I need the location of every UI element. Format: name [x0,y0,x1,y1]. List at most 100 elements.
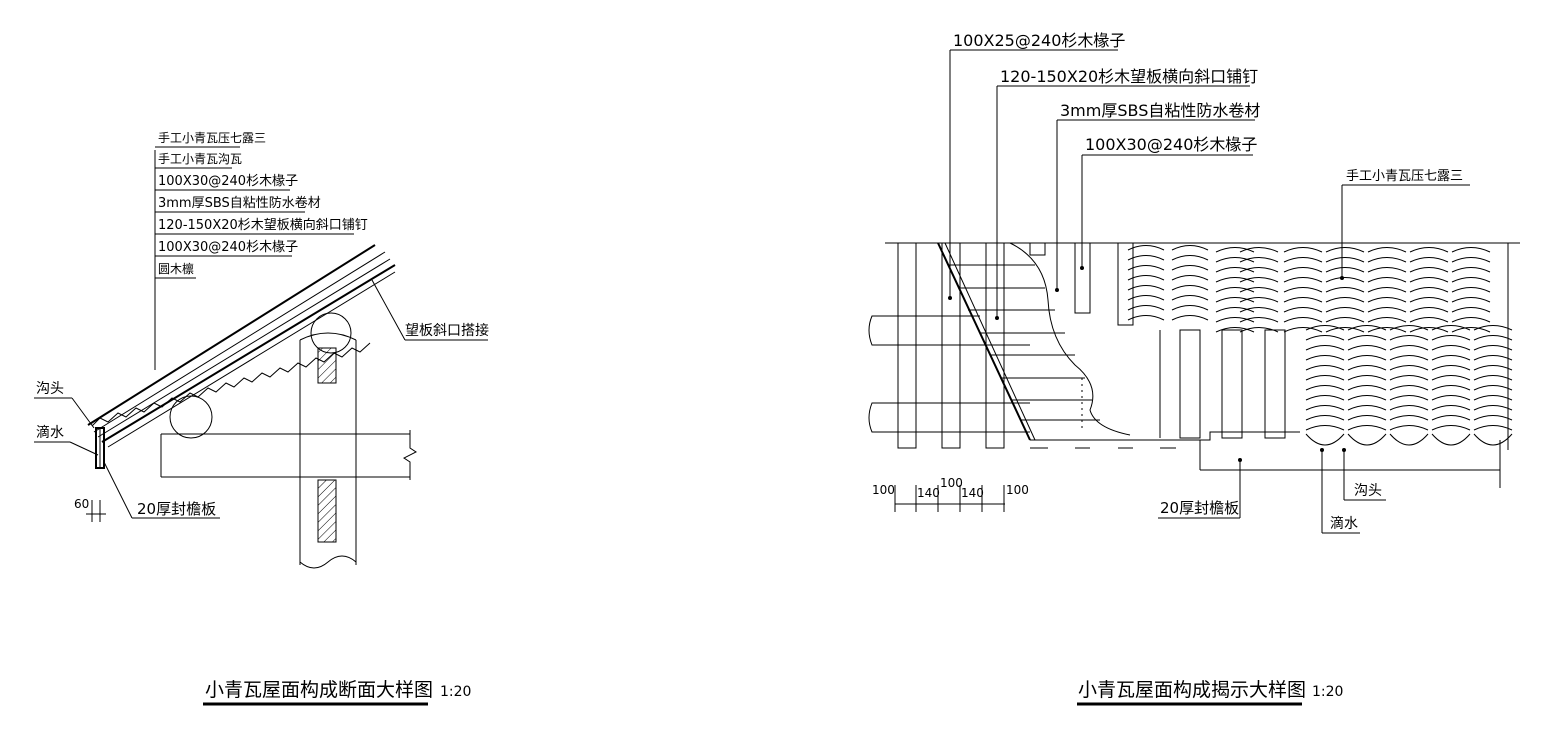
column-tenon-bottom [317,479,337,543]
dim-2: 140 [917,486,940,500]
tile-arc [1389,335,1429,341]
tile-arc [1347,415,1387,421]
tile-arc [1305,395,1345,401]
label-tile-channel: 手工小青瓦沟瓦 [158,152,242,166]
tile-arc [1283,317,1323,323]
tile-arc [1305,425,1345,431]
tile-arc [1305,355,1345,361]
tile-arc [1215,247,1255,253]
tile-arc [1171,315,1209,321]
tile-arc [1283,297,1323,303]
tile-arc [1451,307,1491,313]
tile-arc [1367,247,1407,253]
label-r-gouto: 沟头 [1354,483,1382,499]
tile-arc [1409,307,1449,313]
tile-arc [1347,345,1387,351]
tile-arc [1451,287,1491,293]
tile-arc [1367,327,1407,333]
tile-arc [1239,287,1279,293]
label-board: 120-150X20杉木望板横向斜口铺钉 [158,217,368,233]
tile-arc [1389,425,1429,431]
tile-arc [1347,405,1387,411]
reveal-title: 小青瓦屋面构成揭示大样图 [1078,679,1306,701]
tile-arc [1171,305,1209,311]
tile-arc [1215,317,1255,323]
tile-arc [1171,245,1209,251]
tile-arc [1389,325,1429,331]
tile-arc [1215,297,1255,303]
tile-arc [1325,257,1365,263]
tile-arc [1367,277,1407,283]
tile-arc [1239,317,1279,323]
tile-arc [1451,267,1491,273]
tile-arc [1389,375,1429,381]
tile-arc [1215,327,1255,333]
tile-arc [1389,405,1429,411]
tile-arc [1347,425,1387,431]
tile-arc [1389,415,1429,421]
tile-arc [1215,287,1255,293]
tile-arc [1409,257,1449,263]
tile-arc [1451,327,1491,333]
tile-arc [1473,355,1513,361]
tile-arc [1347,365,1387,371]
tile-arc [1367,317,1407,323]
dim-5: 100 [1006,483,1029,497]
beam-column [160,332,417,569]
tile-arc [1127,305,1165,311]
tile-arc [1325,327,1365,333]
tile-arc [1409,277,1449,283]
tile-arc [1451,257,1491,263]
tile-arc [1127,265,1165,271]
tile-arc [1389,355,1429,361]
tile-arc [1325,287,1365,293]
tile-arc [1171,295,1209,301]
tile-arc [1283,257,1323,263]
rafter-strips [1159,329,1286,439]
tile-arc [1431,415,1471,421]
tile-arc [1239,247,1279,253]
tile-arc [1409,267,1449,273]
tile-arc [1473,425,1513,431]
tile-arc [1305,415,1345,421]
tile-arc [1347,355,1387,361]
tile-arc [1127,255,1165,261]
tile-arc [1409,287,1449,293]
purlin-lower [169,395,213,439]
tile-arc [1239,307,1279,313]
tile-arc [1305,325,1345,331]
tile-arc [1367,307,1407,313]
tile-arc [1305,365,1345,371]
section-title: 小青瓦屋面构成断面大样图 [205,679,433,701]
label-sbs: 3mm厚SBS自粘性防水卷材 [158,195,321,211]
label-r-rafter-25: 100X25@240杉木椽子 [953,31,1125,50]
tile-arc [1347,375,1387,381]
tile-arc [1431,335,1471,341]
tile-drip-scallop [1473,433,1513,446]
tile-arc [1367,257,1407,263]
tile-arc [1171,275,1209,281]
tile-arc [1431,325,1471,331]
label-gouto-left: 沟头 [36,381,64,397]
tile-arc [1431,425,1471,431]
tile-arc [1431,345,1471,351]
tile-arc [1127,275,1165,281]
tile-arc [1325,267,1365,273]
tile-arc [1409,297,1449,303]
tile-arc [1127,315,1165,321]
reveal-scale: 1:20 [1312,684,1343,700]
tile-arc [1431,355,1471,361]
tile-arc [1389,395,1429,401]
label-board-joint: 望板斜口搭接 [405,322,489,339]
label-dishui-left: 滴水 [36,424,64,441]
tile-arc [1239,267,1279,273]
tile-arc [1347,325,1387,331]
tile-arc [1215,257,1255,263]
tile-arc [1367,267,1407,273]
roof-slope [87,244,396,469]
tile-arc [1451,297,1491,303]
tile-arc [1389,345,1429,351]
tile-arc [1473,375,1513,381]
tile-arc [1451,317,1491,323]
